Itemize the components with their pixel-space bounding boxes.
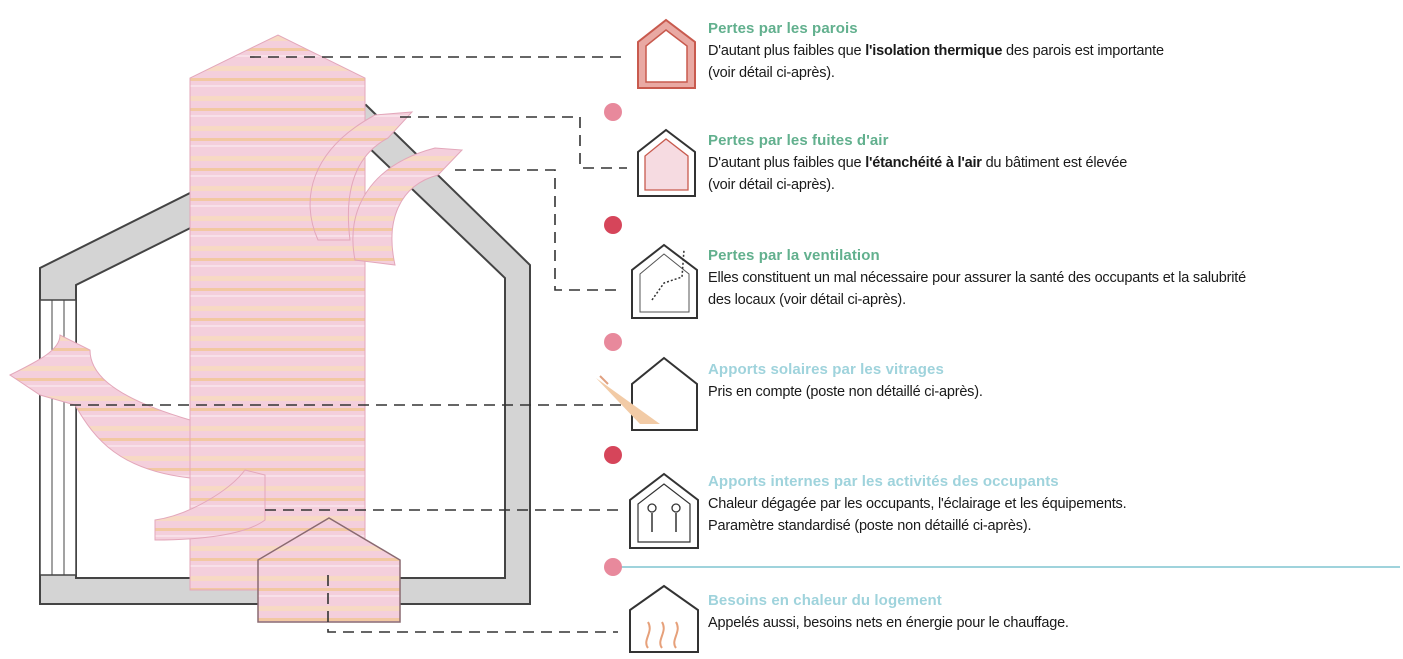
item-title: Apports internes par les activités des o… (708, 473, 1059, 490)
item-description-2: Paramètre standardisé (poste non détaill… (708, 518, 1032, 534)
item-heating-needs: Besoins en chaleur du logement Appelés a… (708, 592, 1398, 634)
item-description-2: (voir détail ci-après). (708, 65, 835, 81)
leader-lines (70, 56, 627, 633)
house-heating-icon (629, 584, 699, 653)
item-description: Appelés aussi, besoins nets en énergie p… (708, 615, 1069, 631)
house-ventilation-icon (631, 243, 698, 319)
item-air-leak-losses: Pertes par les fuites d'air D'autant plu… (708, 132, 1398, 196)
item-description: D'autant plus faibles que l'isolation th… (708, 43, 1164, 59)
item-description: Elles constituent un mal nécessaire pour… (708, 270, 1246, 286)
house-solar-icon (596, 356, 698, 431)
heat-flows (9, 34, 464, 623)
house-occupants-icon (629, 472, 699, 549)
item-ventilation-losses: Pertes par la ventilation Elles constitu… (708, 247, 1398, 311)
item-solar-gains: Apports solaires par les vitrages Pris e… (708, 361, 1398, 403)
house-walls-icon (637, 18, 696, 89)
item-title: Pertes par les fuites d'air (708, 132, 889, 149)
item-description: D'autant plus faibles que l'étanchéité à… (708, 155, 1128, 171)
item-description-2: des locaux (voir détail ci-après). (708, 292, 906, 308)
item-wall-losses: Pertes par les parois D'autant plus faib… (708, 20, 1398, 84)
item-description: Pris en compte (poste non détaillé ci-ap… (708, 384, 983, 400)
item-description: Chaleur dégagée par les occupants, l'écl… (708, 496, 1127, 512)
item-title: Apports solaires par les vitrages (708, 361, 944, 378)
item-description-2: (voir détail ci-après). (708, 177, 835, 193)
separator-dots (604, 103, 622, 576)
item-title: Pertes par la ventilation (708, 247, 880, 264)
item-internal-gains: Apports internes par les activités des o… (708, 473, 1398, 537)
item-title: Pertes par les parois (708, 20, 858, 37)
house-air-leak-icon (637, 128, 696, 197)
item-title: Besoins en chaleur du logement (708, 592, 942, 609)
